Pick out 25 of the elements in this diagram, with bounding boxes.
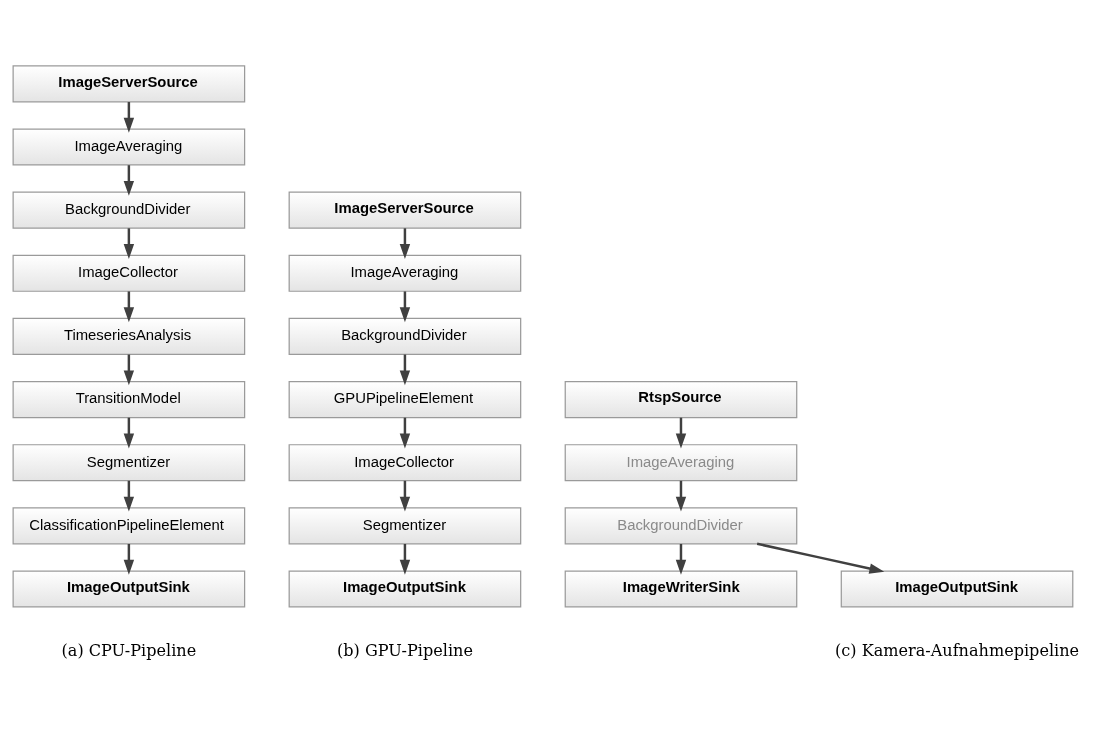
node-box: ImageCollector [288,443,522,481]
node-box: ImageOutputSink [12,569,246,608]
node-box: BackgroundDivider [12,191,246,229]
node-box: RtspSource [564,380,798,418]
node-box: ImageOutputSink [288,569,522,608]
node-box: ImageWriterSink [564,569,798,608]
node-box: ImageOutputSink [840,569,1074,608]
node-box: GPUPipelineElement [288,380,522,418]
node-box: ImageCollector [12,254,246,292]
arrow [756,542,885,574]
node-box: ImageAveraging [564,443,798,481]
node-box: TransitionModel [12,380,246,418]
node-box: BackgroundDivider [288,317,522,355]
node-box: ImageServerSource [288,191,522,229]
node-box: ImageServerSource [12,64,246,102]
label: (c) Kamera-Aufnahmepipeline [834,640,1080,660]
label: (b) GPU-Pipeline [336,640,473,660]
node-box: ImageAveraging [12,127,246,166]
node-box: BackgroundDivider [564,506,798,544]
node-box: Segmentizer [288,506,522,544]
node-box: ImageAveraging [288,254,522,292]
node-box: TimeseriesAnalysis [12,317,246,355]
node-box: Segmentizer [12,443,246,481]
node-box: ClassificationPipelineElement [12,506,246,544]
label: (a) CPU-Pipeline [61,640,197,660]
